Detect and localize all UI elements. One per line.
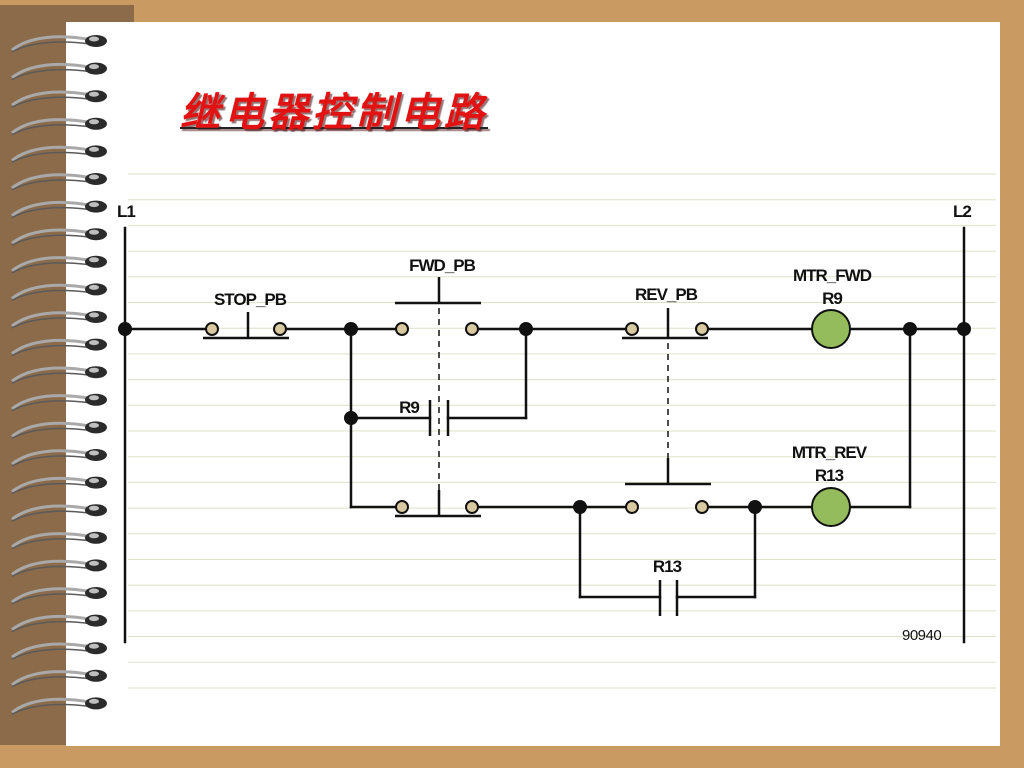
rail-l2-label: L2	[953, 202, 971, 221]
rail-l1-label: L1	[117, 202, 135, 221]
terminal	[395, 322, 409, 336]
spiral-ring	[11, 117, 107, 136]
spiral-ring	[11, 90, 107, 108]
spiral-ring	[11, 642, 107, 660]
fwd-pushbutton	[395, 277, 481, 518]
terminal	[465, 500, 479, 514]
spiral-ring	[11, 531, 107, 550]
spiral-ring	[11, 62, 107, 81]
spiral-ring	[11, 587, 107, 605]
spiral-ring	[11, 669, 107, 688]
ruled-lines	[128, 173, 996, 689]
terminal	[465, 322, 479, 336]
terminal	[273, 322, 287, 336]
spiral-ring	[11, 366, 107, 384]
spiral-ring	[11, 35, 107, 53]
spiral-ring	[11, 614, 107, 633]
fwd-pb-label: FWD_PB	[409, 256, 476, 275]
spiral-ring	[11, 145, 107, 164]
terminal	[625, 500, 639, 514]
r9-contact-label: R9	[399, 398, 419, 417]
terminal	[205, 322, 219, 336]
spiral-ring	[11, 200, 107, 219]
spiral-binding	[11, 35, 107, 716]
spiral-ring	[11, 421, 107, 440]
terminal	[395, 500, 409, 514]
spiral-ring	[11, 311, 107, 329]
rev-pb-label: REV_PB	[635, 285, 698, 304]
spiral-ring	[11, 697, 107, 716]
junctions	[118, 322, 971, 514]
spiral-ring	[11, 173, 107, 191]
coil-fwd-relay: R9	[822, 289, 842, 308]
stop-pb-label: STOP_PB	[214, 290, 287, 309]
spiral-ring	[11, 476, 107, 495]
stop-pushbutton	[203, 312, 289, 340]
figure-code: 90940	[902, 627, 941, 644]
coil-rev-relay: R13	[815, 466, 844, 485]
coil-mtr-fwd	[811, 309, 851, 349]
coil-mtr-rev	[811, 487, 851, 527]
spiral-ring	[11, 255, 107, 274]
r13-contact-label: R13	[653, 557, 682, 576]
r9-contact	[428, 400, 450, 436]
spiral-ring	[11, 559, 107, 578]
terminal	[695, 500, 709, 514]
spiral-ring	[11, 393, 107, 412]
terminal	[625, 322, 639, 336]
coil-fwd-name: MTR_FWD	[793, 266, 872, 285]
spiral-ring	[11, 449, 107, 467]
rev-pushbutton	[622, 308, 711, 514]
spiral-ring	[11, 283, 107, 302]
terminal	[695, 322, 709, 336]
spiral-ring	[11, 504, 107, 522]
paper-sheet	[66, 22, 1000, 746]
page-title: 继电器控制电路	[180, 89, 488, 136]
coil-rev-name: MTR_REV	[792, 443, 868, 462]
r13-contact	[658, 580, 679, 616]
spiral-ring	[11, 228, 107, 246]
spiral-ring	[11, 338, 107, 357]
